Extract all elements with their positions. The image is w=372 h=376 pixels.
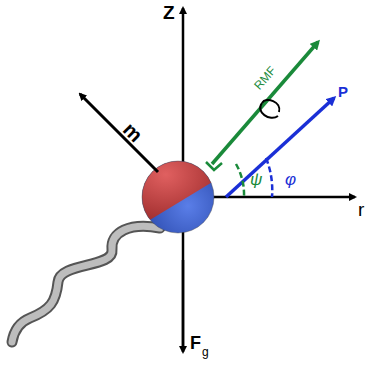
force-label: F — [190, 334, 201, 352]
vector-label: RMF — [252, 64, 278, 91]
angle-label: ψ — [250, 171, 262, 188]
axis-label: r — [358, 200, 364, 219]
vector-label: m — [120, 119, 147, 146]
axis-label: Z — [163, 3, 175, 22]
subscript: g — [202, 346, 209, 358]
angle-label: φ — [285, 171, 296, 188]
vector-label: P — [338, 84, 348, 99]
